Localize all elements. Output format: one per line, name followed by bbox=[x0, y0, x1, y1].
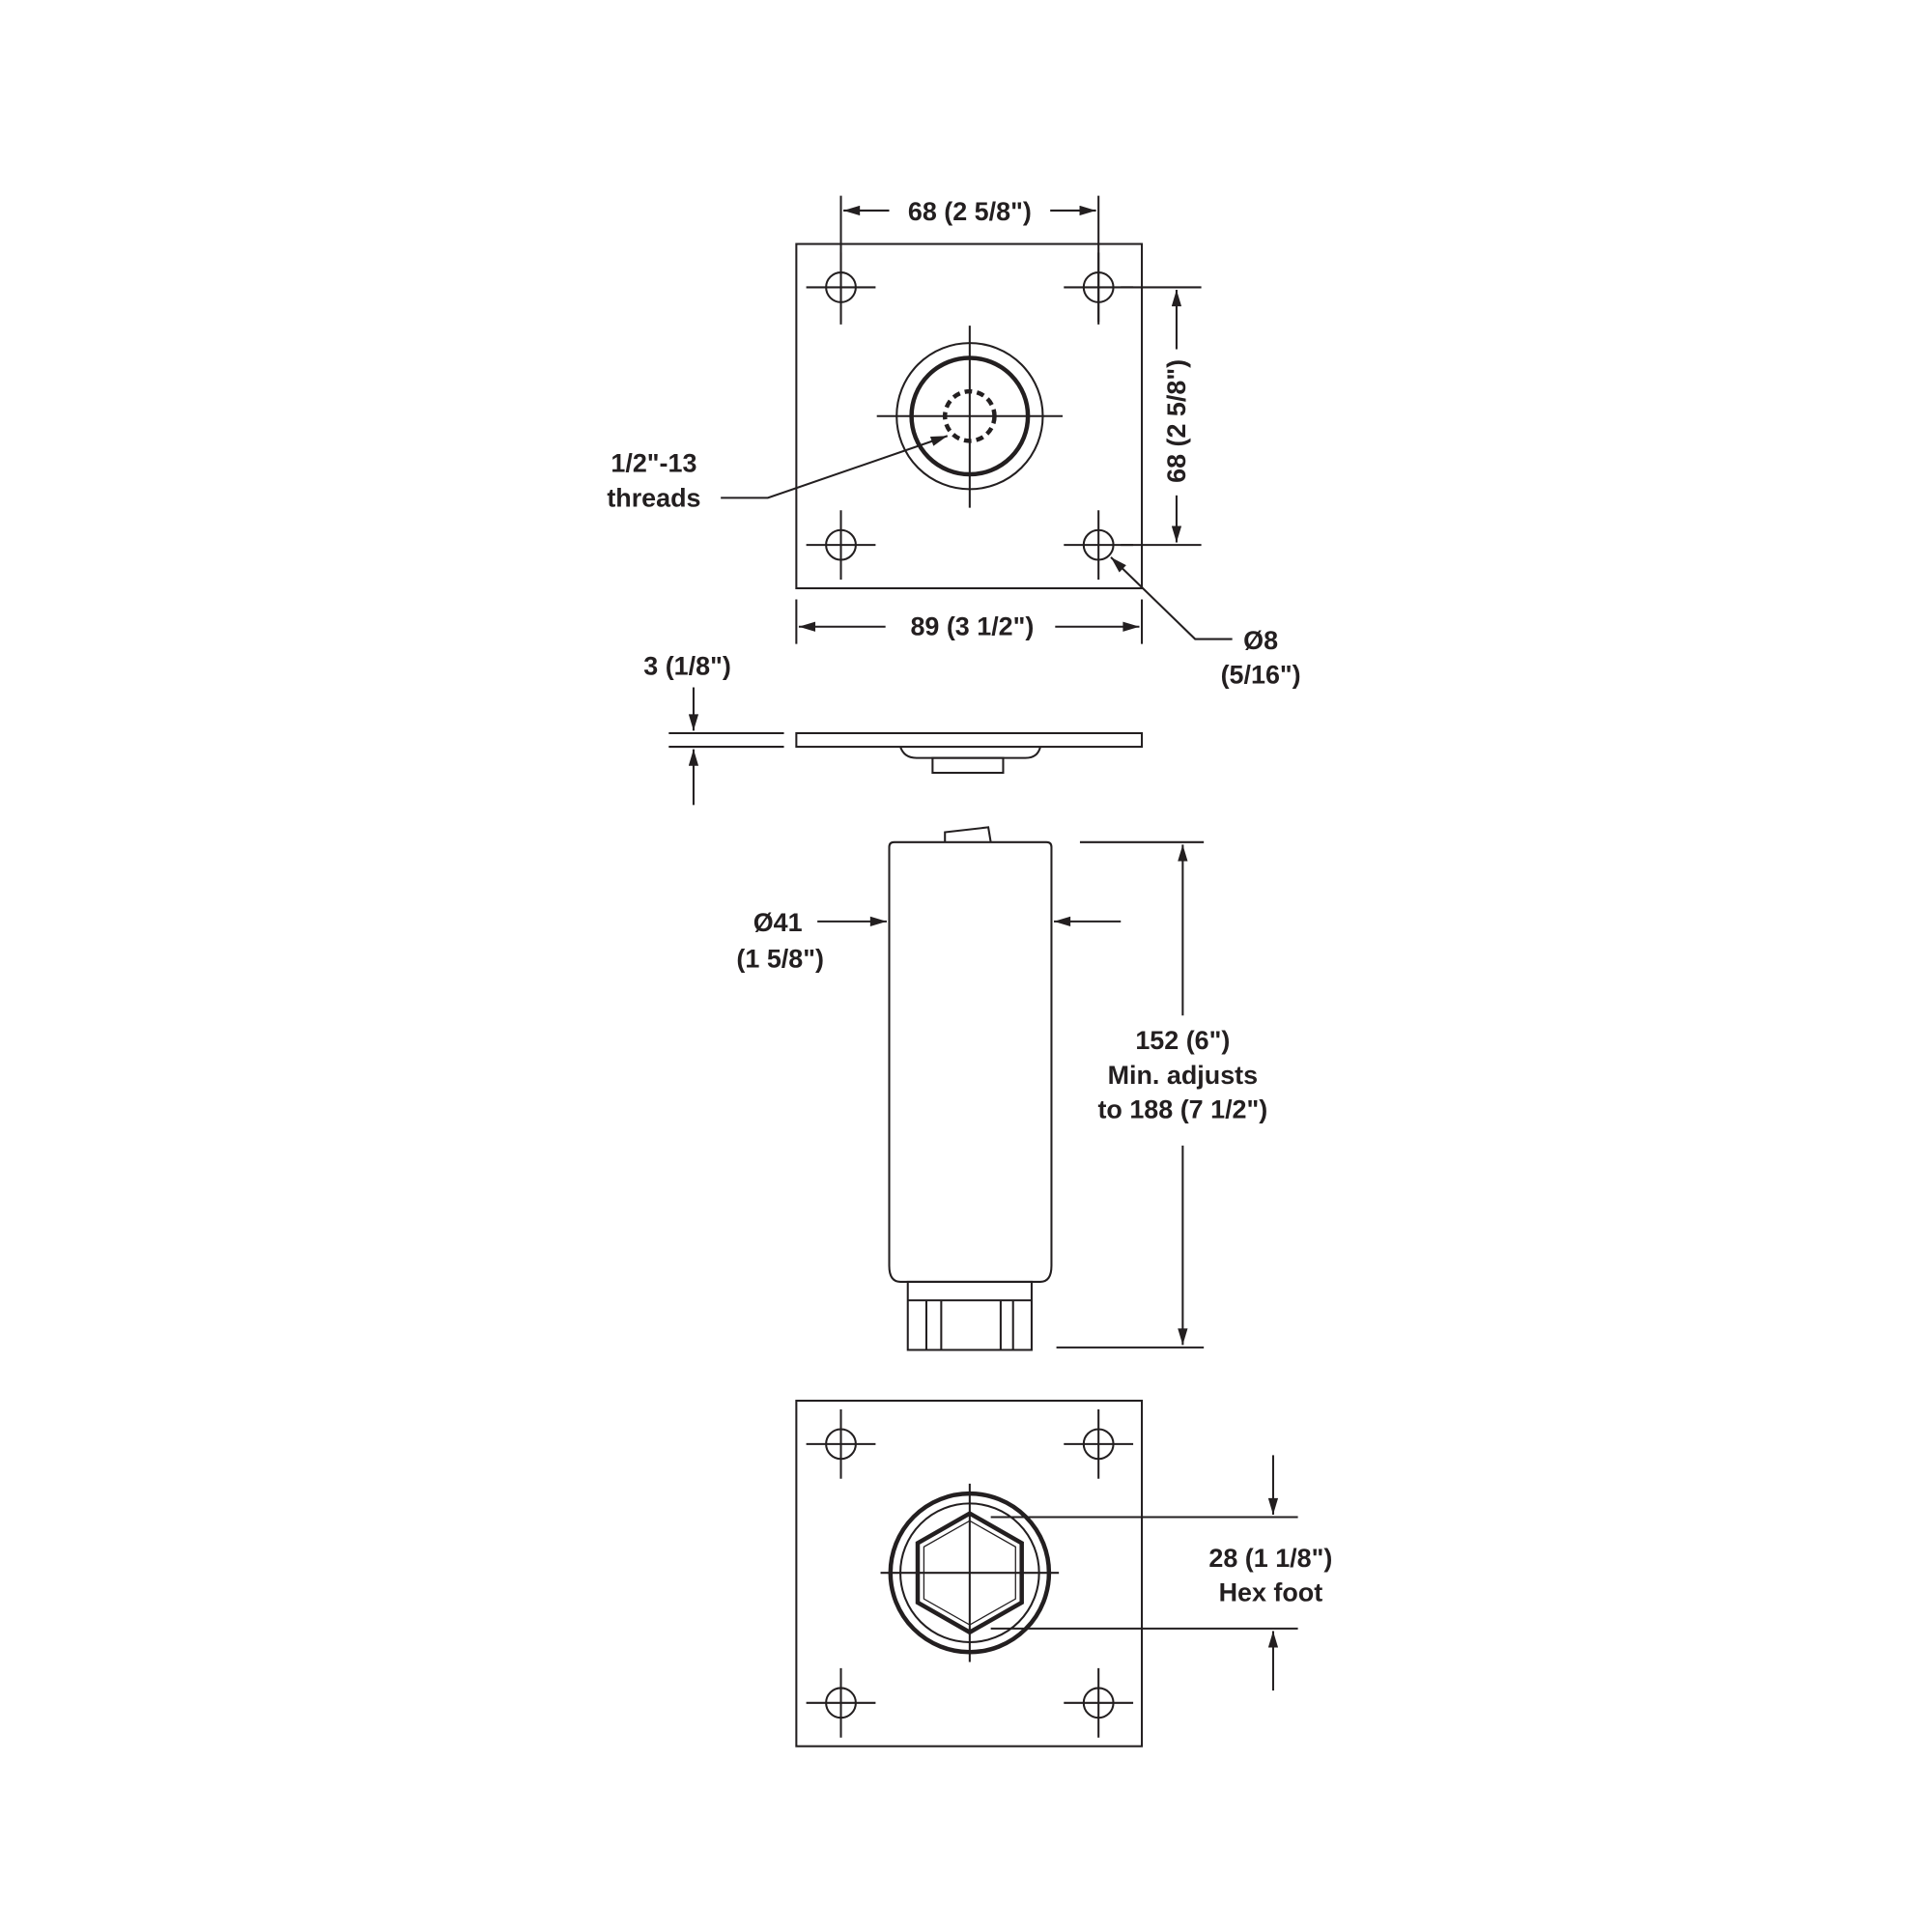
threaded-insert bbox=[876, 326, 1063, 508]
thread-size-label: 1/2"-13 bbox=[611, 448, 696, 477]
leg-side-view: Ø41 (1 5/8") 152 (6") Min. adjusts to 18… bbox=[736, 826, 1267, 1351]
hole-diameter-inch-label: (5/16") bbox=[1221, 661, 1301, 690]
hex-foot-label: Hex foot bbox=[1219, 1578, 1323, 1607]
top-plate-outline bbox=[795, 242, 1144, 590]
hole-spacing-width-label: 68 (2 5/8") bbox=[908, 197, 1032, 226]
leg-height-label: 152 (6") bbox=[1135, 1026, 1230, 1055]
hole-diameter-label: Ø8 bbox=[1243, 626, 1278, 655]
hex-foot bbox=[880, 1483, 1060, 1662]
hex-size-label: 28 (1 1/8") bbox=[1208, 1544, 1332, 1573]
side-plate-view: 3 (1/8") bbox=[643, 652, 1144, 806]
plate-width-label: 89 (3 1/2") bbox=[910, 612, 1034, 641]
leg-diameter-label: Ø41 bbox=[753, 908, 803, 937]
hole-spacing-height-label: 68 (2 5/8") bbox=[1162, 359, 1191, 483]
bottom-plate-view: 28 (1 1/8") Hex foot bbox=[795, 1399, 1332, 1747]
thread-label: threads bbox=[607, 483, 700, 512]
leg-max-height-label: to 188 (7 1/2") bbox=[1097, 1095, 1267, 1124]
top-plate-view: 68 (2 5/8") 68 (2 5/8") 89 (3 1/2") Ø8 (… bbox=[607, 195, 1301, 690]
leg-adjust-label: Min. adjusts bbox=[1108, 1061, 1258, 1090]
plate-thickness-label: 3 (1/8") bbox=[643, 652, 731, 681]
leg-diameter-inch-label: (1 5/8") bbox=[736, 944, 824, 973]
